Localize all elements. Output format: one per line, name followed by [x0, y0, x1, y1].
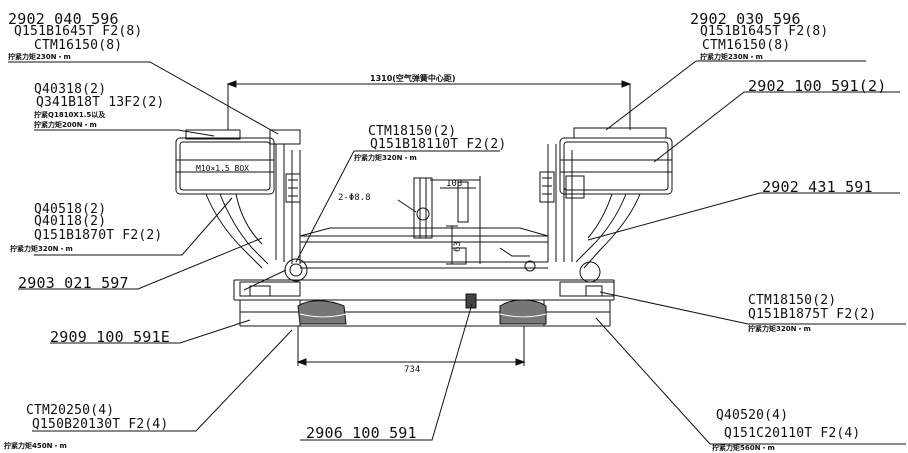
callout-nut-spec: Q40520(4)	[716, 408, 789, 423]
callout-torque: 拧紧力矩560N・m	[712, 444, 775, 452]
dimension-hole: 2-Φ8.8	[338, 193, 371, 203]
callout-bolt-spec: Q151C20110T F2(4)	[724, 426, 861, 441]
callout-nut-spec: CTM16150(8)	[34, 38, 123, 53]
callout-nut-spec: Q40518(2)	[34, 202, 107, 217]
callout-nut-spec: CTM18150(2)	[368, 124, 457, 139]
callout-part-number: 2902 040 596	[8, 10, 119, 28]
callout-bolt-spec: Q151B1645T F2(8)	[14, 24, 143, 39]
callout-bolt-spec: Q151B18110T F2(2)	[370, 137, 507, 152]
callout-part-number: 2902 431 591	[762, 178, 873, 196]
callout-part-number: 2903 021 597	[18, 274, 129, 292]
callout-bolt-spec: Q151B1645T F2(8)	[700, 24, 829, 39]
callout-nut-spec: Q40118(2)	[34, 214, 107, 229]
callout-bolt-spec: Q150B20130T F2(4)	[32, 417, 169, 432]
callout-nut-spec: Q40318(2)	[34, 82, 107, 97]
callout-part-number: 2902 030 596	[690, 10, 801, 28]
callout-part-number: 2909 100 591E	[50, 328, 170, 346]
callout-torque: 拧紧力矩230N・m	[700, 53, 763, 61]
callout-bolt-spec: Q151B1870T F2(2)	[34, 228, 163, 243]
callout-torque: 拧紧力矩320N・m	[354, 154, 417, 162]
callout-torque: 拧紧力矩230N・m	[8, 53, 71, 61]
callout-part-number: 2906 100 591	[306, 424, 417, 442]
callout-nut-spec: CTM20250(4)	[26, 403, 115, 418]
callout-nut-spec: CTM18150(2)	[748, 293, 837, 308]
callout-note: 拧紧Q1810X1.5以及	[34, 111, 106, 119]
callout-torque: 拧紧力矩200N・m	[34, 121, 97, 129]
callout-bolt-spec: Q151B1875T F2(2)	[748, 307, 877, 322]
dimension-bottom-span: 734	[404, 365, 421, 375]
dimension-small: 108	[446, 179, 463, 189]
callout-torque: 拧紧力矩450N・m	[4, 442, 67, 450]
callout-bolt-spec: Q341B18T 13F2(2)	[36, 95, 165, 110]
callout-torque: 拧紧力矩320N・m	[748, 325, 811, 333]
bag-label: M10×1.5 BOX	[196, 164, 249, 173]
dimension-top-span: 1310(空气弹簧中心距)	[370, 74, 456, 83]
callout-torque: 拧紧力矩320N・m	[10, 245, 73, 253]
callout-part-number: 2902 100 591(2)	[748, 77, 887, 95]
callout-nut-spec: CTM16150(8)	[702, 38, 791, 53]
dimension-vertical: 63	[453, 241, 463, 252]
